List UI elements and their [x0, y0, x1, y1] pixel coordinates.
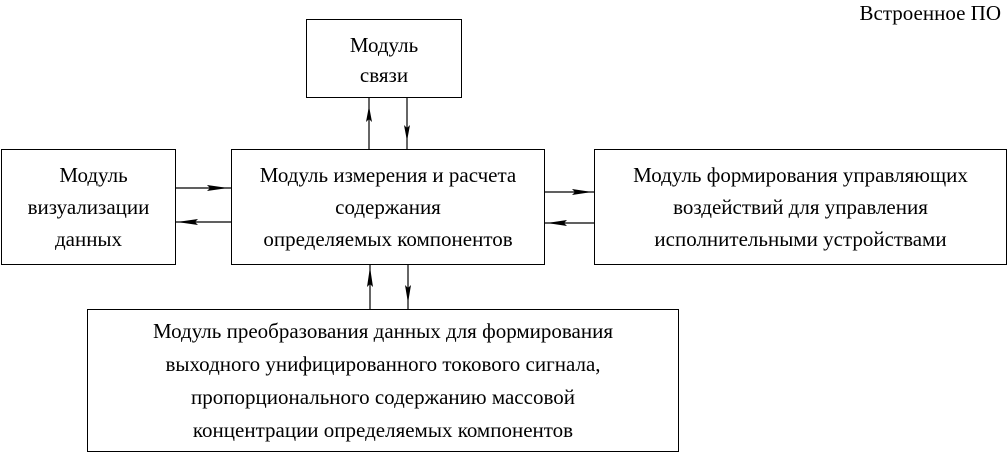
measurement-module-line-2: содержания — [335, 195, 441, 219]
arrow-measurement-to-communication — [366, 98, 372, 149]
arrow-communication-to-measurement — [404, 98, 410, 149]
visualization-module-line-3: данных — [54, 227, 123, 251]
arrow-conversion-to-measurement — [367, 265, 373, 309]
arrow-measurement-to-control — [545, 189, 594, 195]
control-module-line-3: исполнительными устройствами — [654, 227, 947, 251]
control-module-box: Модуль формирования управляющих воздейст… — [594, 149, 1007, 265]
visualization-module-line-2: визуализации — [27, 195, 150, 219]
measurement-module-box: Модуль измерения и расчета содержания оп… — [231, 149, 545, 265]
control-module-line-1: Модуль формирования управляющих — [633, 163, 968, 187]
conversion-module-line-1: Модуль преобразования данных для формиро… — [152, 318, 614, 343]
visualization-module-box: Модуль визуализации данных — [1, 149, 176, 265]
communication-module-box: Модуль связи — [306, 19, 462, 98]
arrow-control-to-measurement — [545, 220, 594, 226]
visualization-module-line-1: Модуль — [59, 163, 128, 187]
arrow-measurement-to-conversion — [405, 265, 411, 309]
conversion-module-line-2: выходного унифицированного токового сигн… — [165, 351, 601, 376]
measurement-module-line-1: Модуль измерения и расчета — [259, 163, 517, 187]
measurement-module-line-3: определяемых компонентов — [263, 227, 513, 251]
diagram-title: Встроенное ПО — [859, 1, 1001, 25]
conversion-module-line-3: пропорционального содержанию массовой — [191, 384, 575, 409]
conversion-module-box: Модуль преобразования данных для формиро… — [87, 309, 679, 452]
communication-module-line-2: связи — [359, 62, 409, 87]
control-module-line-2: воздействий для управления — [673, 195, 928, 219]
communication-module-line-1: Модуль — [349, 32, 419, 57]
arrow-measurement-to-visualization — [176, 219, 231, 225]
arrow-visualization-to-measurement — [176, 185, 231, 191]
conversion-module-line-4: концентрации определяемых компонентов — [192, 417, 574, 442]
